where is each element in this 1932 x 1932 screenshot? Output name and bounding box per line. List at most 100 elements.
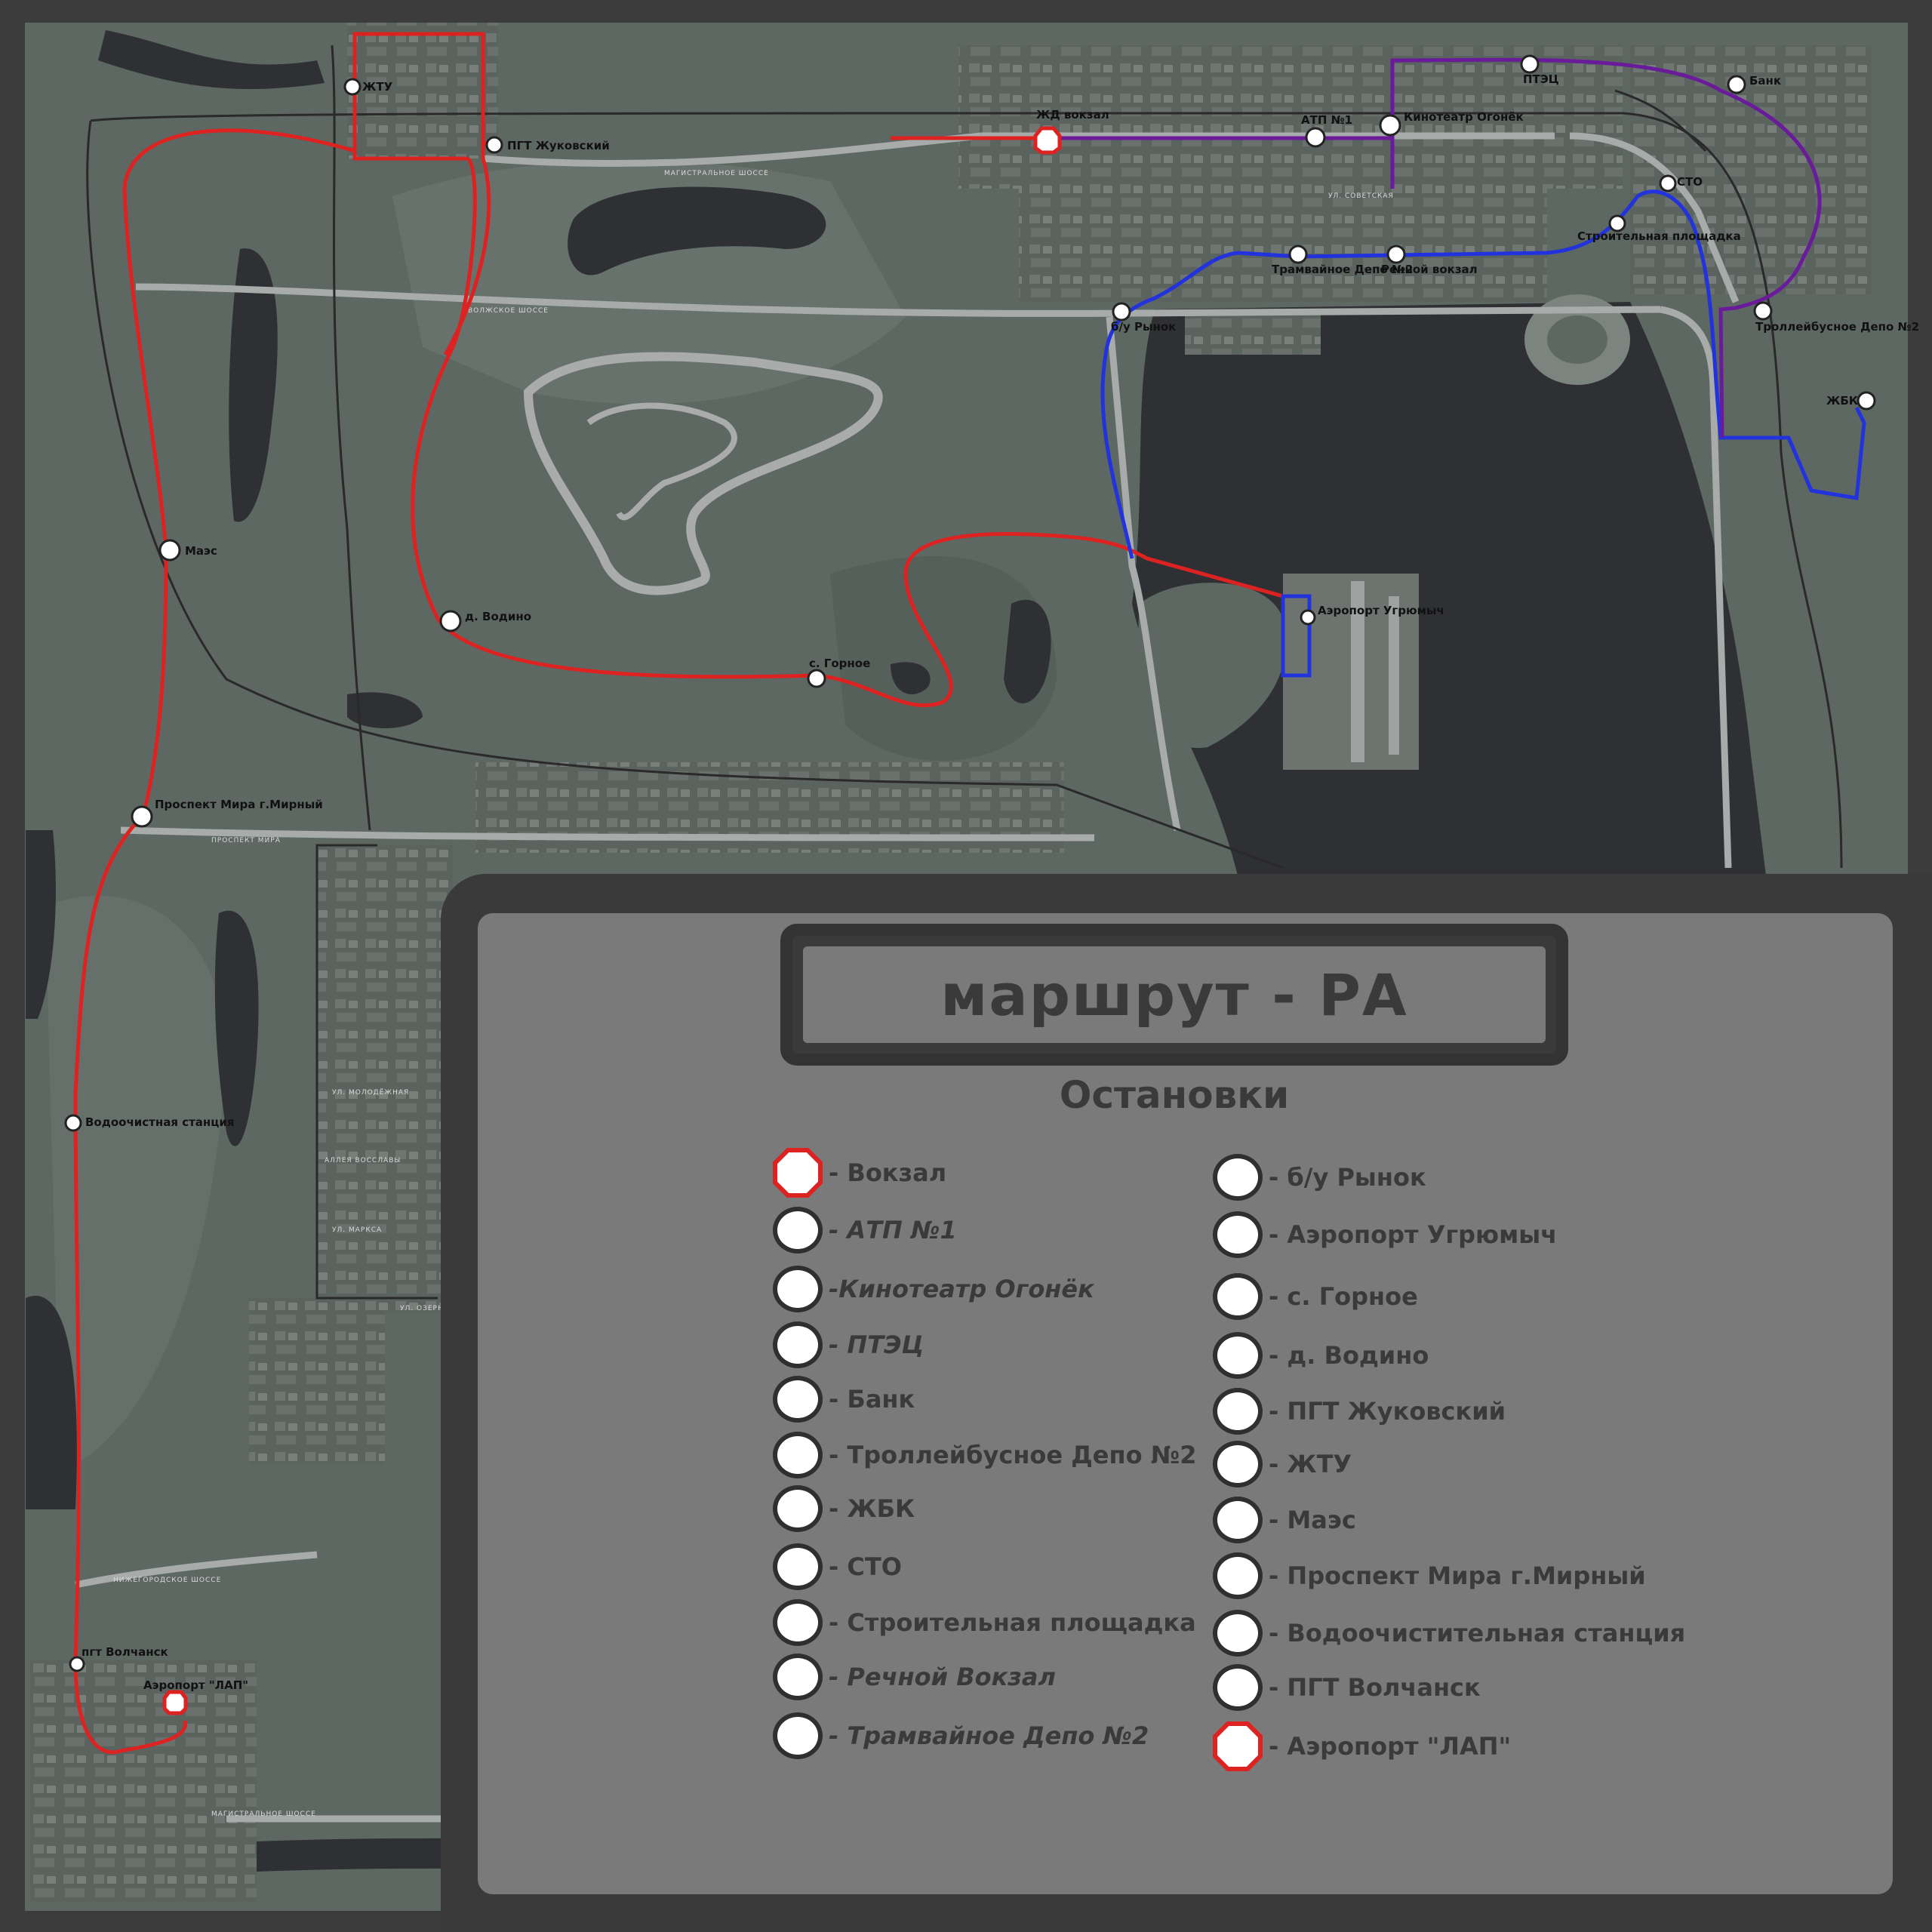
river-north [98,30,325,90]
stop-markers [64,54,1876,1672]
urban-area [30,1660,257,1902]
circle-icon [1520,54,1540,74]
circle-icon [1213,1154,1263,1201]
legend-item-label: - Аэропорт "ЛАП" [1269,1732,1512,1761]
legend-item-label: - ПТЭЦ [829,1331,924,1359]
map-stop-label: ЖБК [1826,394,1859,408]
circle-icon [1288,245,1308,264]
legend-item-label: - ПГТ Волчанск [1269,1673,1481,1702]
circle-icon [773,1266,823,1312]
legend-item: - Вокзал [773,1146,946,1200]
map-stop-label: Речной вокзал [1381,263,1478,276]
legend-item-label: - с. Горное [1269,1282,1418,1311]
circle-icon [1213,1610,1263,1657]
title-box-inner: маршрут - РА [803,946,1546,1043]
legend-item: - ПГТ Жуковский [1213,1384,1506,1438]
legend-item: -Кинотеатр Огонёк [773,1262,1094,1316]
legend-item: - Троллейбусное Депо №2 [773,1428,1196,1482]
legend-item-label: - Банк [829,1385,915,1414]
circle-icon [1213,1552,1263,1599]
legend-item: - ЖБК [773,1481,915,1536]
legend-item: - Банк [773,1372,915,1426]
legend-item-label: - д. Водино [1269,1341,1429,1370]
lake-west [229,248,278,522]
legend-item-label: - б/у Рынок [1269,1163,1426,1192]
urban-area [958,45,1623,189]
terrain-patch [45,895,226,1472]
circle-icon [69,1656,85,1672]
map-stop-label: АТП №1 [1301,113,1352,127]
page-title: маршрут - РА [940,961,1408,1029]
octagon-icon [773,1148,823,1198]
circle-icon [64,1114,82,1132]
octagon-icon [1213,1721,1263,1771]
circle-icon [807,669,826,688]
legend-item-label: - Трамвайное Депо №2 [829,1721,1149,1750]
map-stop-label: Маэс [185,544,217,558]
circle-icon [1305,127,1326,148]
circle-icon [1753,301,1773,321]
road-label: УЛ. СОВЕТСКАЯ [1328,192,1394,200]
map-stop-label: с. Горное [809,657,870,670]
race-track-inner [586,402,737,521]
pond [1004,599,1051,704]
circle-icon [773,1599,823,1646]
urban-area [1185,309,1321,355]
urban-area [317,845,453,1313]
legend-item-label: - Строительная площадка [829,1608,1196,1637]
map-stop-label: Аэропорт Угрюмыч [1318,604,1444,617]
legend-item-label: - Речной Вокзал [829,1663,1056,1691]
runway [1351,581,1364,762]
map-stop-label: Банк [1749,74,1781,88]
urban-area [249,1298,385,1464]
circle-icon [1386,245,1406,264]
map-stop-label: б/у Рынок [1111,320,1176,334]
legend-item: - Водоочистительная станция [1213,1606,1685,1660]
circle-icon [1379,114,1401,137]
river-west [26,830,56,1019]
legend-item-label: - ЖБК [829,1494,915,1523]
map-stop-label: д. Водино [465,610,531,623]
circle-icon [1727,75,1746,94]
pond-north [568,186,826,275]
circle-icon [1213,1211,1263,1258]
circle-icon [1213,1664,1263,1711]
legend-item: - Проспект Мира г.Мирный [1213,1549,1646,1603]
road-label: УЛ. МАРКСА [332,1226,382,1234]
circle-icon [773,1712,823,1759]
octagon-icon [162,1690,188,1715]
circle-icon [131,805,153,828]
runway [1389,596,1399,755]
urban-area [347,23,498,158]
circle-icon [485,136,503,154]
map-stop-label: ЖД вокзал [1036,108,1109,122]
map-stop-label: ПТЭЦ [1523,72,1559,86]
stadium-field [1547,315,1607,364]
race-track [523,352,883,595]
railways [86,45,1843,1300]
legend-item-label: - Троллейбусное Депо №2 [829,1441,1197,1469]
legend-item-label: - Вокзал [829,1158,947,1187]
legend-item-label: - АТП №1 [829,1216,957,1244]
urban-area [1019,189,1547,302]
legend-item-label: - ПГТ Жуковский [1269,1397,1506,1426]
circle-icon [343,78,361,96]
circle-icon [773,1432,823,1478]
map-stop-label: Кинотеатр Огонёк [1404,110,1524,124]
circle-icon [1213,1273,1263,1320]
circle-icon [1213,1497,1263,1543]
legend-item-label: - Водоочистительная станция [1269,1619,1686,1647]
circle-icon [1608,214,1626,232]
legend-item: - б/у Рынок [1213,1150,1426,1204]
island [1138,583,1286,749]
roads [75,132,1740,1823]
legend-item: - с. Горное [1213,1269,1418,1324]
legend-item: - Аэропорт Угрюмыч [1213,1208,1557,1262]
legend-item-label: - Аэропорт Угрюмыч [1269,1220,1558,1249]
circle-icon [773,1654,823,1700]
road-label: УЛ. МОЛОДЁЖНАЯ [332,1088,409,1097]
map-stop-label: ПГТ Жуковский [507,139,610,152]
circle-icon [1213,1388,1263,1435]
title-box: маршрут - РА [780,924,1568,1066]
lake-south [26,1296,77,1509]
